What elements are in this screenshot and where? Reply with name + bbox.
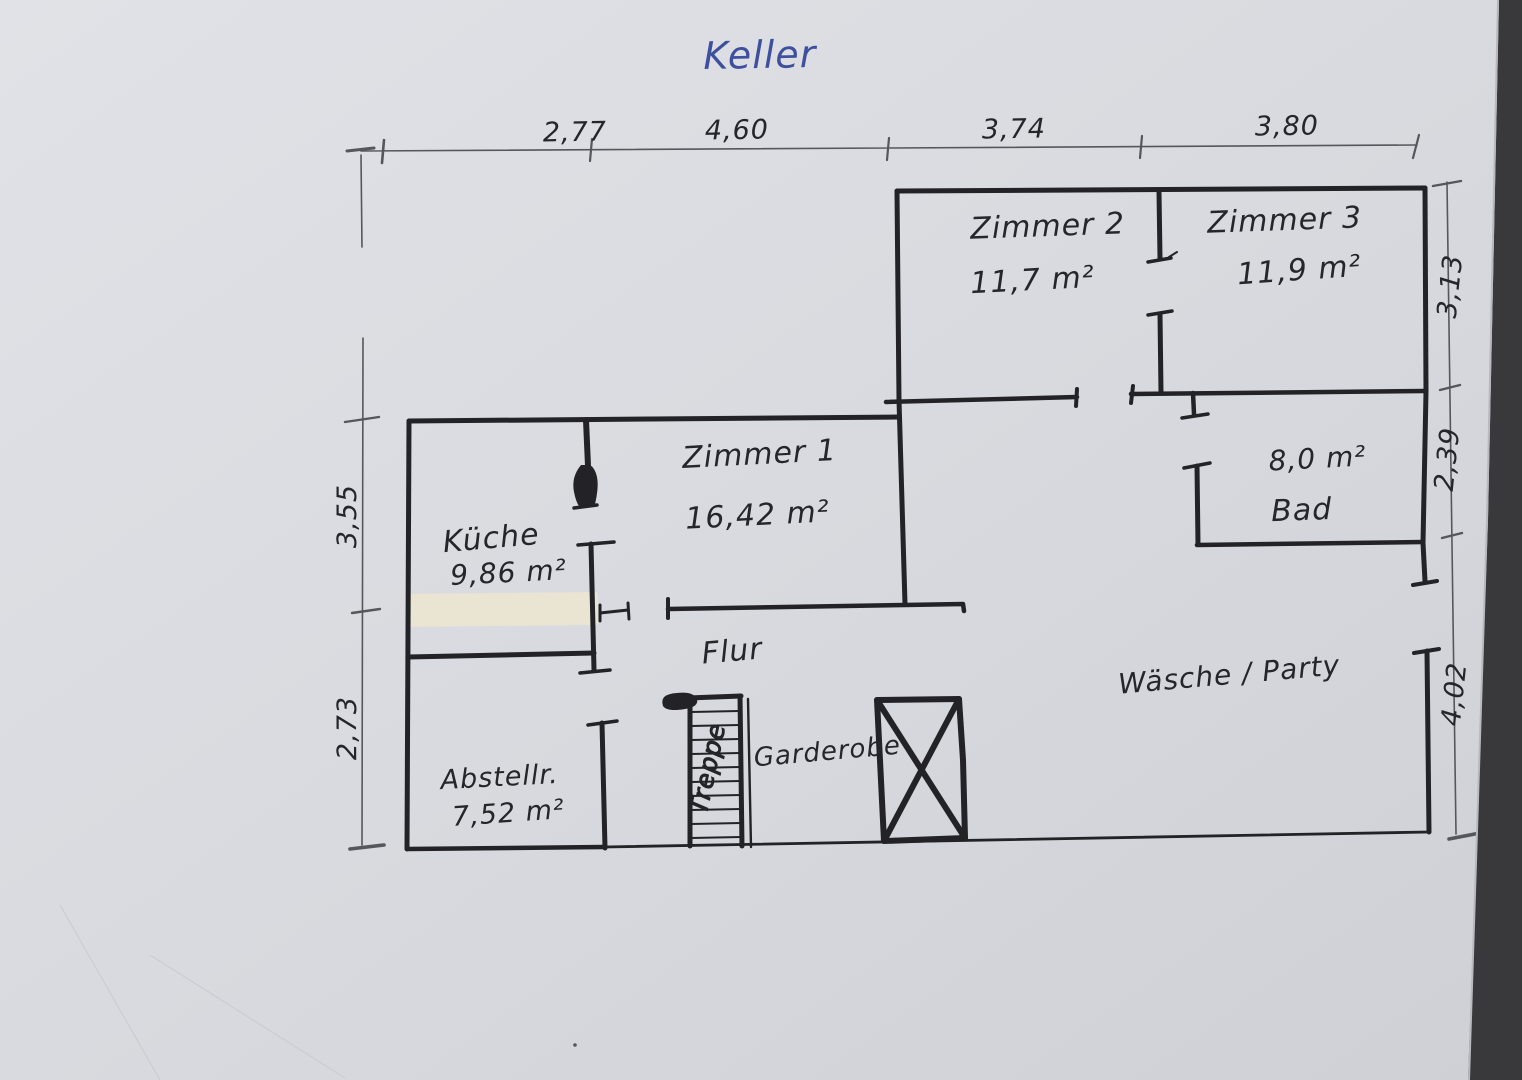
wall-abstellraum-right [599,720,608,851]
dim-cap [348,843,386,851]
dim-label-right-3: 4,02 [1436,661,1474,728]
table-background-edge [1468,0,1522,1080]
dim-line-left [360,154,363,248]
dim-cap [1431,179,1463,188]
dim-tick [885,136,891,162]
wardrobe-x-symbol [874,696,968,844]
wall-bad-bottom [1194,539,1426,548]
wall-flur-top [665,601,967,614]
dim-label-right-1: 3,13 [1432,253,1470,320]
room-label-zimmer3: Zimmer 3 [1206,200,1363,240]
room-labels: Zimmer 2 11,7 m² Zimmer 3 11,9 m² Zimmer… [438,200,1367,833]
dim-label-left-1: 3,55 [332,484,363,548]
door-cap [626,601,631,621]
door-cap [576,540,616,547]
wall-left [404,418,412,852]
dim-tick [588,137,594,163]
room-area-zimmer3: 11,9 m² [1236,249,1363,293]
wall-bottom-left [405,844,607,852]
wall-kueche-divider [583,417,591,469]
wardrobe-diagonal [881,696,962,844]
dim-line-right [1446,181,1457,835]
dim-tick [350,607,382,615]
stray-pen-mark [573,1043,577,1047]
dim-label-right-2: 2,39 [1429,426,1467,493]
dim-label-left-2: 2,73 [332,696,363,760]
door-cap [572,503,599,510]
dim-tick [1438,383,1462,392]
stair-top-edge [685,693,744,701]
room-area-zimmer2: 11,7 m² [969,260,1095,301]
dim-tick [1138,134,1144,160]
correction-tape-patch [407,592,599,627]
door-opening-mark [598,608,630,615]
dim-cap [1447,831,1482,841]
dim-label-top-2: 4,60 [705,114,770,146]
wall-kueche-bottom [405,650,597,660]
wall-zimmer2-3-divider [1157,311,1164,395]
room-label-bad: Bad [1271,492,1333,529]
dimension-labels: 2,77 4,60 3,74 3,80 3,55 2,73 3,13 2,39 … [332,110,1473,760]
wardrobe-outline [874,696,968,844]
dim-tick [1440,531,1464,540]
crease-line [59,904,161,1080]
door-cap [1146,256,1173,264]
door-cap [1411,579,1439,587]
door-cap [578,668,612,675]
door-cap [1074,387,1079,408]
dim-label-top-3: 3,74 [982,113,1047,145]
room-label-abstellraum: Abstellr. [438,759,560,796]
wall-right-lower [1424,648,1432,835]
room-area-bad: 8,0 m² [1268,439,1368,477]
dim-line-left [361,337,364,846]
plan-title: Keller [703,32,818,78]
stair-right-outer-edge [746,697,753,849]
staircase-symbol: Treppe [662,692,753,849]
crease-line [149,954,346,1079]
door-cap [1180,412,1210,420]
room-label-zimmer2: Zimmer 2 [969,206,1126,246]
wall-top-kitchen [406,414,902,424]
door-leaf-symbol [573,465,598,506]
wall-zimmer2-3-divider [1156,189,1163,261]
stair-right-edge [737,693,745,849]
dim-tick [1411,133,1421,160]
room-label-zimmer1: Zimmer 1 [680,433,837,476]
wall-top-bedrooms [894,185,1428,194]
room-area-zimmer1: 16,42 m² [684,494,830,537]
dim-cap [345,146,376,153]
room-area-kueche: 9,86 m² [449,553,567,592]
wall-kueche-divider [588,541,597,673]
dim-tick [343,415,381,424]
wall-zimmer2-bottom [883,394,1080,405]
stair-treads [690,710,742,839]
wall-bad-jamb [1190,390,1197,417]
dim-label-top-4: 3,80 [1255,110,1320,142]
dim-label-top-1: 2,77 [543,116,608,148]
paper-edge-highlight [1468,0,1499,1080]
dimension-lines [343,133,1482,851]
wall-bad-left [1194,463,1201,547]
room-label-flur: Flur [700,631,764,671]
dim-tick [380,138,386,165]
pen-tick [1168,251,1178,258]
paper-creases [59,904,346,1080]
wall-right-upper [1420,185,1429,584]
room-label-kueche: Küche [441,517,541,560]
wall-zimmer3-bottom [1128,388,1428,397]
